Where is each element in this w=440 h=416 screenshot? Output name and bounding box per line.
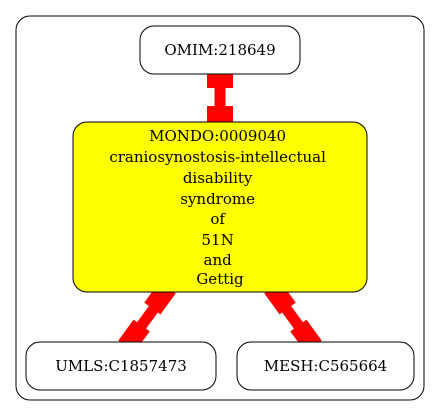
node-mesh-box	[236, 341, 415, 391]
node-mondo-line-7: and	[204, 251, 233, 269]
node-mesh[interactable]: MESH:C565664	[236, 341, 415, 391]
node-mondo-line-3: disability	[183, 169, 253, 187]
node-mondo[interactable]: MONDO:0009040 craniosynostosis-intellect…	[72, 121, 368, 293]
node-mondo-line-4: syndrome	[180, 190, 255, 208]
node-umls-box	[25, 341, 217, 391]
node-mondo-line-1: MONDO:0009040	[149, 127, 286, 145]
node-mondo-line-8: Gettig	[196, 270, 244, 288]
node-omim[interactable]: OMIM:218649	[139, 25, 301, 75]
node-omim-label: OMIM:218649	[164, 41, 275, 59]
node-mondo-line-2: craniosynostosis-intellectual	[109, 148, 326, 166]
edge-top-head-block	[207, 106, 233, 126]
node-omim-box	[139, 25, 301, 75]
node-mesh-label: MESH:C565664	[264, 357, 387, 375]
node-mondo-line-5: of	[210, 210, 226, 228]
node-mondo-box	[72, 121, 368, 293]
node-mondo-line-6: 51N	[202, 231, 234, 249]
node-umls[interactable]: UMLS:C1857473	[25, 341, 217, 391]
node-mondo-label: MONDO:0009040 craniosynostosis-intellect…	[109, 127, 330, 288]
node-umls-label: UMLS:C1857473	[55, 357, 187, 375]
